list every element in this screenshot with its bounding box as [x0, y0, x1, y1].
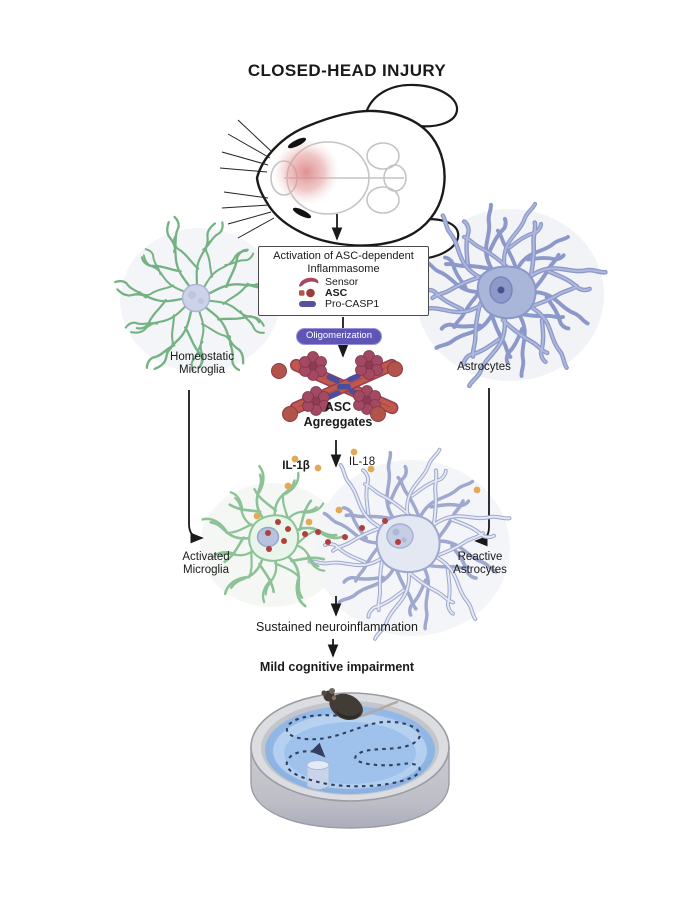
injury-site-spot: [273, 139, 339, 205]
asc-icon: [299, 288, 315, 298]
legend-label-pro-casp1: Pro-CASP1: [325, 297, 380, 310]
reactive-astrocytes-label: Reactive Astrocytes: [453, 551, 507, 577]
il-1b-label: IL-1β: [282, 460, 310, 472]
activated-microglia-cell: [201, 464, 347, 610]
legend-row-sensor: Sensor: [297, 276, 428, 287]
astrocytes-cell: [403, 200, 609, 388]
mild-cognitive-impairment-label: Mild cognitive impairment: [259, 660, 415, 674]
mouse-eyes: [287, 137, 312, 219]
homeostatic-microglia-cell: [114, 215, 285, 384]
asc-aggregates-illustration: [271, 350, 403, 422]
il-18-label: IL-18: [348, 456, 376, 468]
inflammasome-box: Activation of ASC-dependent Inflammasome…: [258, 246, 429, 316]
hidden-platform: [306, 760, 330, 790]
asc-speck-blobs: [271, 361, 403, 422]
sustained-neuroinflammation-label: Sustained neuroinflammation: [256, 620, 418, 634]
page-title: CLOSED-HEAD INJURY: [247, 61, 447, 80]
swim-path: [285, 714, 421, 788]
asc-speck-dots: [265, 518, 401, 552]
cytokine-dots: [253, 448, 481, 526]
mouse-whiskers: [219, 119, 275, 239]
sensor-icon: [299, 277, 319, 287]
reactive-astrocyte-nucleus: [386, 523, 414, 549]
activated-microglia-label: Activated Microglia: [182, 551, 230, 577]
inflammasome-box-title: Activation of ASC-dependent Inflammasome: [273, 250, 414, 276]
arrow-homeostatic-to-activated: [188, 390, 204, 544]
microglia-nucleus: [181, 283, 211, 313]
asc-aggregates-label: ASC Agreggates: [303, 400, 373, 429]
homeostatic-microglia-label: Homeostatic Microglia: [170, 351, 234, 377]
oligomerization-badge: Oligomerization: [296, 328, 382, 345]
asc-flower-clusters: [299, 350, 383, 416]
legend-label-sensor: Sensor: [325, 275, 359, 288]
legend-row-asc: ASC: [297, 287, 428, 298]
reactive-astrocyte-cell: [299, 447, 517, 641]
legend-row-pro-casp1: Pro-CASP1: [297, 298, 428, 309]
legend-label-asc: ASC: [325, 286, 348, 299]
water-maze-illustration: [250, 688, 450, 829]
swimming-mouse: [321, 688, 399, 720]
pro-casp1-icon: [299, 300, 316, 307]
astrocytes-label: Astrocytes: [457, 361, 511, 373]
mouse-head-illustration: [219, 83, 460, 261]
